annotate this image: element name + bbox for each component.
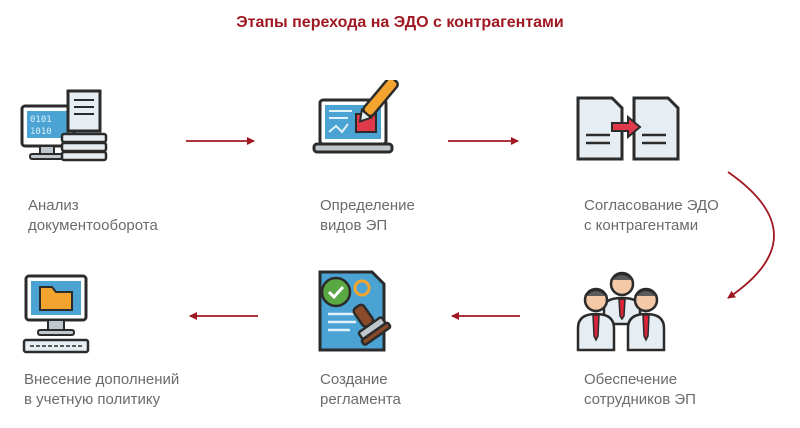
step-label-2: Определение видов ЭП [320,197,415,234]
step-label-5: Создание регламента [320,371,401,408]
step-label-1: Анализ документооборота [28,197,158,234]
svg-text:1010: 1010 [30,127,52,137]
step-label-6: Обеспечение сотрудников ЭП [584,371,696,408]
svg-text:0101: 0101 [30,115,52,125]
step-label-3: Согласование ЭДО с контрагентами [584,197,719,234]
computer-folder-icon [22,274,90,354]
employees-group-icon [576,271,666,352]
laptop-pen-icon [312,80,399,154]
stamp-document-icon [318,270,392,352]
document-exchange-icon [576,96,680,161]
computer-documents-icon: 0101 1010 [20,89,108,162]
page-title: Этапы перехода на ЭДО с контрагентами [236,14,564,31]
arrow-step-3-to-6 [727,171,775,299]
step-label-4: Внесение дополнений в учетную политику [24,371,180,408]
